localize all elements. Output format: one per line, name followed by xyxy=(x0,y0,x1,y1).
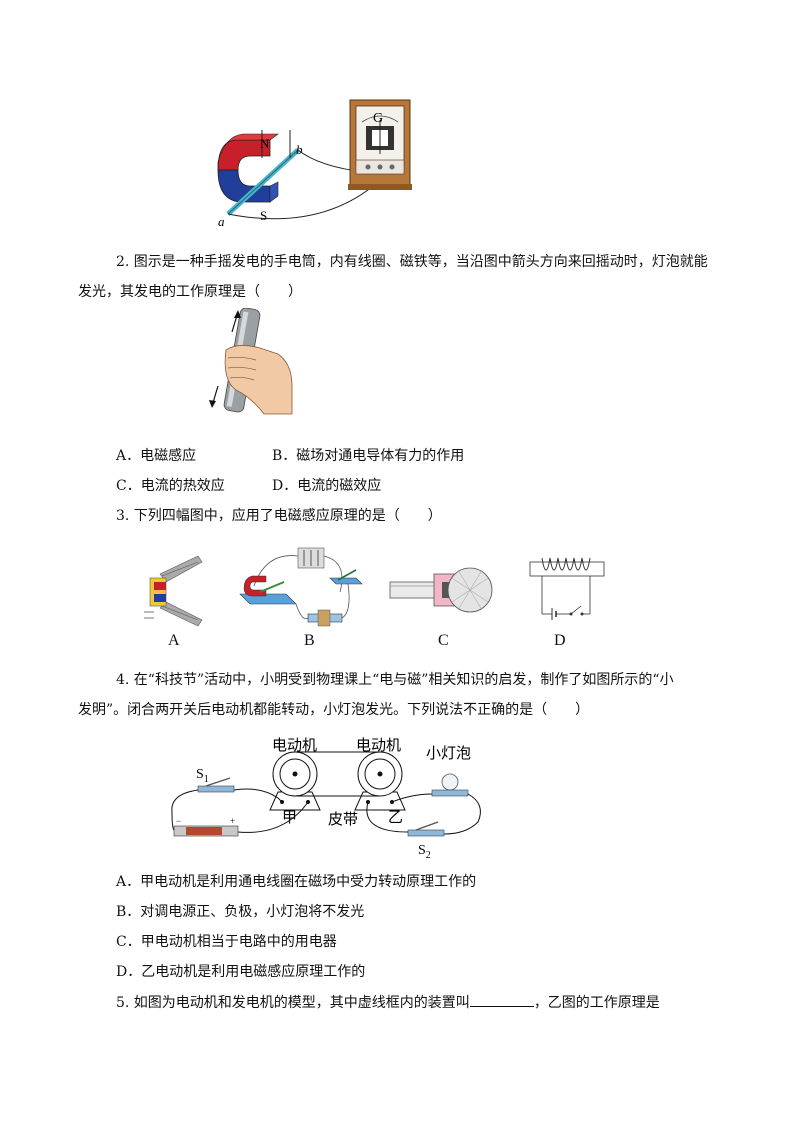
label-S: S xyxy=(260,208,267,223)
label-bulb: 小灯泡 xyxy=(426,745,471,762)
question-2-line-2: 发光，其发电的工作原理是（ ） xyxy=(78,284,302,300)
switch-s2 xyxy=(407,829,445,837)
question-2-option-d[interactable]: D．电流的磁效应 xyxy=(272,478,382,494)
label-b: b xyxy=(296,142,303,157)
question-4-option-d[interactable]: D．乙电动机是利用电磁感应原理工作的 xyxy=(116,964,366,980)
figure-hand-flashlight xyxy=(209,308,293,415)
question-3-stem: 3. 下列四幅图中，应用了电磁感应原理的是（ ） xyxy=(116,508,442,524)
label-motor-left: 电动机 xyxy=(272,737,317,754)
question-4-option-c[interactable]: C．甲电动机相当于电路中的用电器 xyxy=(116,934,337,950)
label-N: N xyxy=(260,136,270,151)
label-belt: 皮带 xyxy=(328,811,358,828)
question-2-option-c[interactable]: C．电流的热效应 xyxy=(116,478,225,494)
figure-3c[interactable] xyxy=(388,562,498,618)
label-motor-right: 电动机 xyxy=(356,737,401,754)
figure-3b[interactable] xyxy=(236,542,366,632)
question-4-option-a[interactable]: A．甲电动机是利用通电线圈在磁场中受力转动原理工作的 xyxy=(116,874,477,890)
label-a: a xyxy=(218,214,225,229)
figure-magnet-galvanometer: G N S a b xyxy=(217,99,412,229)
figure-3-label-b: B xyxy=(304,632,315,649)
figure-3-label-c: C xyxy=(438,632,449,649)
figure-3-label-d: D xyxy=(554,632,566,649)
figure-3-label-a: A xyxy=(168,632,180,649)
bulb xyxy=(441,773,459,791)
question-5-blank[interactable] xyxy=(469,992,534,1007)
question-2-option-b[interactable]: B．磁场对通电导体有力的作用 xyxy=(272,448,465,464)
question-2-option-a[interactable]: A．电磁感应 xyxy=(116,448,197,464)
question-5-part-2: ，乙图的工作原理是 xyxy=(533,995,660,1011)
switch-s1 xyxy=(197,785,235,793)
figure-3a[interactable] xyxy=(140,554,210,630)
figure-3d[interactable] xyxy=(526,554,608,624)
question-4-line-2: 发明”。闭合两开关后电动机都能转动，小灯泡发光。下列说法不正确的是（ ） xyxy=(78,702,590,718)
question-5-stem: 5. 如图为电动机和发电机的模型，其中虚线框内的装置叫 ，乙图的工作原理是 xyxy=(116,992,660,1013)
question-5-part-1: 5. 如图为电动机和发电机的模型，其中虚线框内的装置叫 xyxy=(116,995,470,1011)
label-s2: S2 xyxy=(418,843,431,861)
label-yi: 乙 xyxy=(388,810,403,826)
figure-motor-circuit: 电动机 电动机 小灯泡 S1 S2 甲 皮带 乙 − + xyxy=(171,737,481,861)
question-4-option-b[interactable]: B．对调电源正、负极，小灯泡将不发光 xyxy=(116,904,365,920)
question-4-line-1: 4. 在“科技节”活动中，小明受到物理课上“电与磁”相关知识的启发，制作了如图所… xyxy=(116,672,674,688)
label-jia: 甲 xyxy=(282,810,297,826)
hand xyxy=(224,345,293,415)
svg-text:−: − xyxy=(176,816,181,826)
label-s1: S1 xyxy=(196,767,209,785)
svg-text:+: + xyxy=(230,816,235,826)
question-2-line-1: 2. 图示是一种手摇发电的手电筒，内有线圈、磁铁等，当沿图中箭头方向来回摇动时，… xyxy=(116,254,708,270)
label-G: G xyxy=(373,111,383,126)
